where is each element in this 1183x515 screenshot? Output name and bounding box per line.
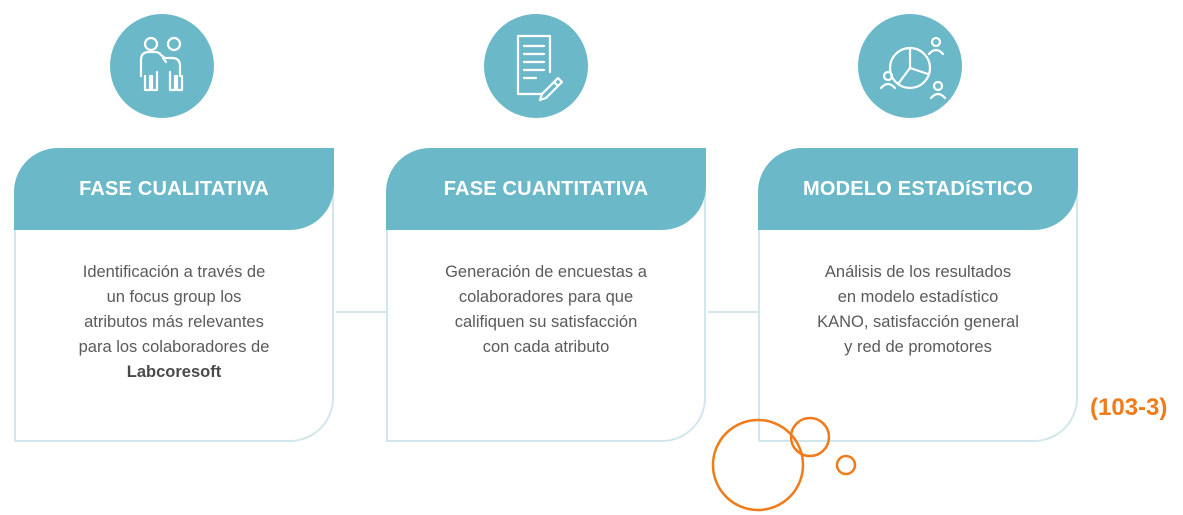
phase-1-card: FASE CUALITATIVA Identificación a través…: [14, 148, 334, 442]
phase-1-header: FASE CUALITATIVA: [14, 148, 334, 230]
network-chart-icon: [879, 36, 947, 100]
phase-2-line: Generación de encuestas a: [445, 263, 647, 281]
phase-2-icon-circle: [484, 14, 588, 118]
phase-1-line: un focus group los: [106, 288, 242, 306]
phase-1-description: Identificación a través de un focus grou…: [16, 260, 332, 385]
phase-2-line: colaboradores para que: [458, 288, 634, 306]
phase-2-line: califiquen su satisfacción: [454, 313, 638, 331]
phase-2-header: FASE CUANTITATIVA: [386, 148, 706, 230]
survey-document-icon: [516, 34, 564, 102]
phase-2-line: con cada atributo: [482, 338, 610, 356]
phase-3-icon-circle: [858, 14, 962, 118]
phase-3-header: MODELO ESTADíSTICO: [758, 148, 1078, 230]
connector-line-1: [336, 311, 386, 313]
large-circle-decoration: [711, 418, 805, 512]
small-circle-decoration: [835, 454, 857, 476]
phase-1-line: atributos más relevantes: [84, 313, 264, 331]
phase-2-description: Generación de encuestas a colaboradores …: [388, 260, 704, 360]
medium-circle-decoration: [789, 416, 831, 458]
connector-line-2: [708, 311, 758, 313]
phase-1-line: para los colaboradores de: [78, 338, 270, 356]
phase-2-title: FASE CUANTITATIVA: [443, 177, 649, 200]
phase-1-icon-circle: [110, 14, 214, 118]
phase-3-description: Análisis de los resultados en modelo est…: [760, 260, 1076, 360]
phase-1-line: Identificación a través de: [82, 263, 266, 281]
people-icon: [139, 36, 184, 92]
phase-2-card: FASE CUANTITATIVA Generación de encuesta…: [386, 148, 706, 442]
phase-3-title: MODELO ESTADíSTICO: [803, 177, 1033, 200]
phase-3-line: en modelo estadístico: [837, 288, 999, 306]
reference-code: (103-3): [1090, 394, 1168, 421]
phase-3-card: MODELO ESTADíSTICO Análisis de los resul…: [758, 148, 1078, 442]
phase-3-line: Análisis de los resultados: [824, 263, 1012, 281]
phase-3-line: y red de promotores: [844, 338, 992, 356]
company-name: Labcoresoft: [126, 363, 222, 381]
phase-1-title: FASE CUALITATIVA: [79, 177, 269, 200]
phase-3-line: KANO, satisfacción general: [817, 313, 1019, 331]
